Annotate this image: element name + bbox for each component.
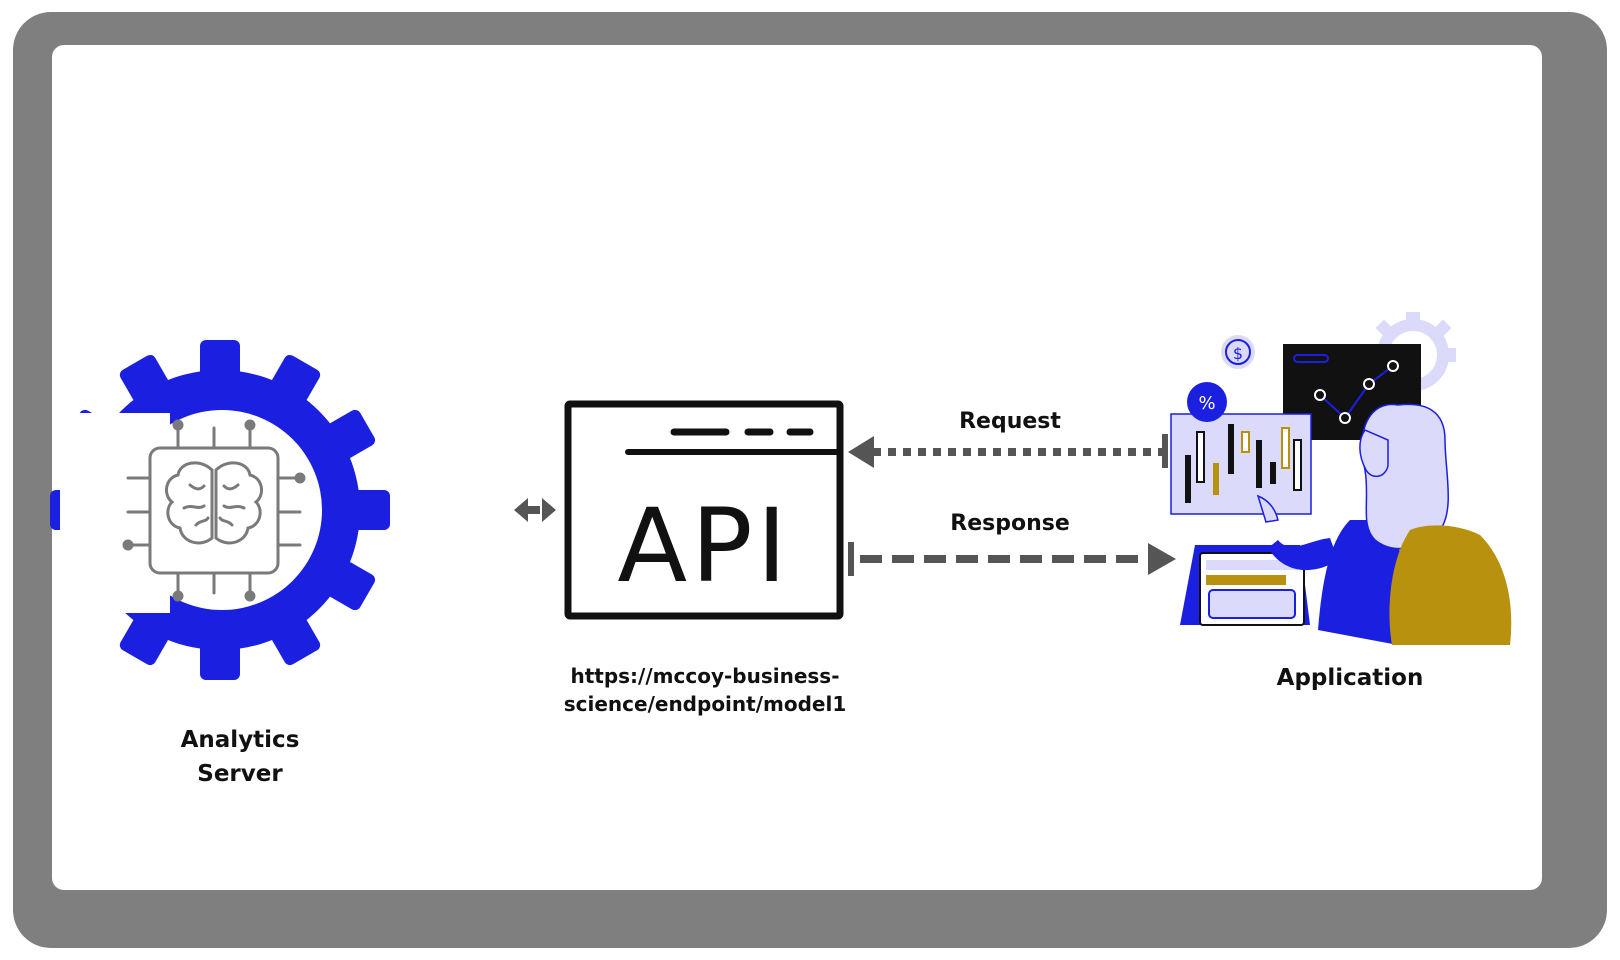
request-arrow — [848, 434, 1168, 468]
tablet-icon — [1180, 545, 1310, 626]
response-arrow — [848, 542, 1176, 576]
application-label: Application — [1276, 665, 1424, 691]
api-endpoint-url: https://mccoy-business- science/endpoint… — [563, 664, 847, 716]
brain-icon — [165, 461, 263, 545]
svg-text:$: $ — [1233, 344, 1243, 363]
response-label: Response — [950, 511, 1070, 536]
percent-icon: % — [1187, 382, 1227, 422]
bidirectional-arrow-icon — [514, 498, 556, 522]
request-label: Request — [959, 409, 1061, 434]
api-text: API — [617, 487, 790, 606]
api-browser-window-icon: API — [564, 400, 844, 620]
candlestick-panel — [1170, 413, 1312, 515]
chip-icon — [122, 419, 306, 602]
analytics-server-label: Analytics Server — [180, 727, 300, 787]
person-figure — [1256, 403, 1512, 645]
svg-text:%: % — [1198, 393, 1215, 414]
analytics-server-icon — [50, 340, 390, 680]
dollar-icon: $ — [1221, 335, 1255, 369]
application-illustration: $ % — [1170, 312, 1512, 645]
